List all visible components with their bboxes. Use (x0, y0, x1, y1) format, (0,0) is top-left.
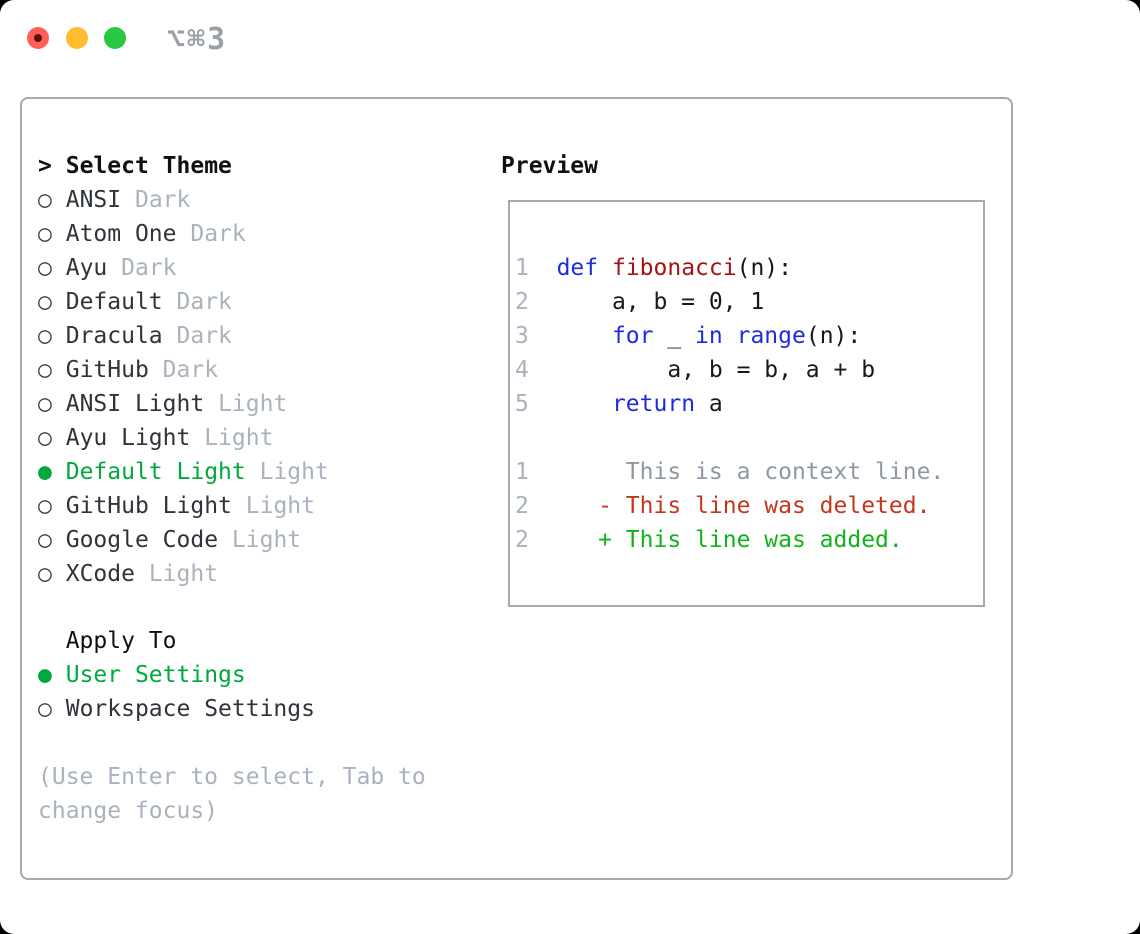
apply-to-title: Apply To (65, 628, 177, 654)
theme-option-github[interactable]: ○ GitHub Dark (38, 353, 329, 387)
theme-picker-panel: > Select Theme ○ ANSI Dark○ Atom One Dar… (20, 97, 1013, 880)
theme-option-atom-one[interactable]: ○ Atom One Dark (38, 217, 329, 251)
radio-unselected-icon: ○ (38, 289, 52, 315)
theme-name: XCode (65, 561, 135, 587)
theme-tag: Light (148, 561, 219, 587)
apply-option-name: Workspace Settings (65, 696, 315, 722)
radio-unselected-icon: ○ (38, 425, 52, 451)
code-line: 3 for _ in range(n): (515, 323, 862, 349)
line-number: 2 (515, 289, 529, 315)
theme-option-xcode[interactable]: ○ XCode Light (38, 557, 329, 591)
theme-name: Default (65, 289, 163, 315)
theme-name: Default Light (65, 459, 246, 485)
window-shortcut-label: ⌥⌘3 (167, 22, 228, 57)
theme-option-default-light[interactable]: ● Default Light Light (38, 455, 329, 489)
theme-tag: Dark (176, 323, 232, 349)
apply-option-name: User Settings (65, 662, 246, 688)
diff-line: 1 This is a context line. (515, 459, 945, 485)
apply-option-user-settings[interactable]: ● User Settings (38, 658, 315, 692)
diff-line: 2 - This line was deleted. (515, 493, 931, 519)
theme-name: GitHub (65, 357, 149, 383)
theme-name: Ayu Light (65, 425, 191, 451)
radio-unselected-icon: ○ (38, 221, 52, 247)
code-line: 1 def fibonacci(n): (515, 255, 792, 281)
fullscreen-button[interactable] (104, 27, 126, 49)
theme-name: ANSI (65, 187, 122, 213)
line-number: 1 (515, 255, 529, 281)
apply-to-section: Apply To ● User Settings○ Workspace Sett… (38, 624, 315, 726)
apply-to-header: Apply To (38, 624, 315, 658)
unsaved-changes-dot-icon (34, 34, 42, 42)
theme-option-ayu[interactable]: ○ Ayu Dark (38, 251, 329, 285)
theme-name: ANSI Light (65, 391, 205, 417)
diff-line: 2 + This line was added. (515, 527, 903, 553)
preview-title: Preview (501, 153, 598, 179)
theme-option-ansi-light[interactable]: ○ ANSI Light Light (38, 387, 329, 421)
line-number: 4 (515, 357, 529, 383)
theme-tag: Dark (190, 221, 246, 247)
code-line: 2 a, b = 0, 1 (515, 289, 765, 315)
radio-unselected-icon: ○ (38, 696, 52, 722)
theme-tag: Dark (176, 289, 232, 315)
line-number: 3 (515, 323, 529, 349)
radio-selected-icon: ● (38, 662, 52, 688)
code-line: 5 return a (515, 391, 723, 417)
theme-tag: Light (204, 425, 274, 451)
theme-tag: Light (259, 459, 329, 485)
theme-option-google-code[interactable]: ○ Google Code Light (38, 523, 329, 557)
theme-tag: Dark (134, 187, 191, 213)
radio-unselected-icon: ○ (38, 493, 52, 519)
preview-pane: 1 def fibonacci(n): 2 a, b = 0, 1 3 for _ … (508, 200, 985, 607)
minimize-button[interactable] (66, 27, 88, 49)
line-number: 1 (515, 459, 529, 485)
keyboard-hint: (Use Enter to select, Tab to change focu… (38, 764, 426, 824)
select-theme-title: Select Theme (65, 153, 232, 179)
code-line: 4 a, b = b, a + b (515, 357, 876, 383)
code-preview: 1 def fibonacci(n): 2 a, b = 0, 1 3 for _ … (510, 202, 983, 557)
line-number: 2 (515, 493, 529, 519)
radio-selected-icon: ● (38, 459, 52, 485)
line-number: 2 (515, 527, 529, 553)
select-theme-header: > Select Theme (38, 149, 329, 183)
theme-section: > Select Theme ○ ANSI Dark○ Atom One Dar… (38, 149, 329, 591)
theme-name: Atom One (65, 221, 177, 247)
theme-option-dracula[interactable]: ○ Dracula Dark (38, 319, 329, 353)
focus-caret-icon: > (38, 153, 52, 179)
radio-unselected-icon: ○ (38, 323, 52, 349)
radio-unselected-icon: ○ (38, 255, 52, 281)
theme-option-default[interactable]: ○ Default Dark (38, 285, 329, 319)
radio-unselected-icon: ○ (38, 187, 52, 213)
apply-option-workspace-settings[interactable]: ○ Workspace Settings (38, 692, 315, 726)
theme-tag: Dark (121, 255, 177, 281)
theme-list: ○ ANSI Dark○ Atom One Dark○ Ayu Dark○ De… (38, 183, 329, 591)
theme-name: Ayu (65, 255, 108, 281)
theme-tag: Light (218, 391, 288, 417)
theme-option-github-light[interactable]: ○ GitHub Light Light (38, 489, 329, 523)
code-diff-spacer (515, 421, 983, 455)
theme-name: Google Code (65, 527, 219, 553)
theme-option-ansi[interactable]: ○ ANSI Dark (38, 183, 329, 217)
radio-unselected-icon: ○ (38, 561, 52, 587)
theme-tag: Light (231, 527, 302, 553)
theme-tag: Light (245, 493, 315, 519)
theme-option-ayu-light[interactable]: ○ Ayu Light Light (38, 421, 329, 455)
line-number: 5 (515, 391, 529, 417)
radio-unselected-icon: ○ (38, 527, 52, 553)
close-button[interactable] (27, 27, 49, 49)
theme-name: Dracula (65, 323, 163, 349)
radio-unselected-icon: ○ (38, 357, 52, 383)
radio-unselected-icon: ○ (38, 391, 52, 417)
apply-to-list: ● User Settings○ Workspace Settings (38, 658, 315, 726)
theme-name: GitHub Light (65, 493, 232, 519)
theme-tag: Dark (162, 357, 219, 383)
